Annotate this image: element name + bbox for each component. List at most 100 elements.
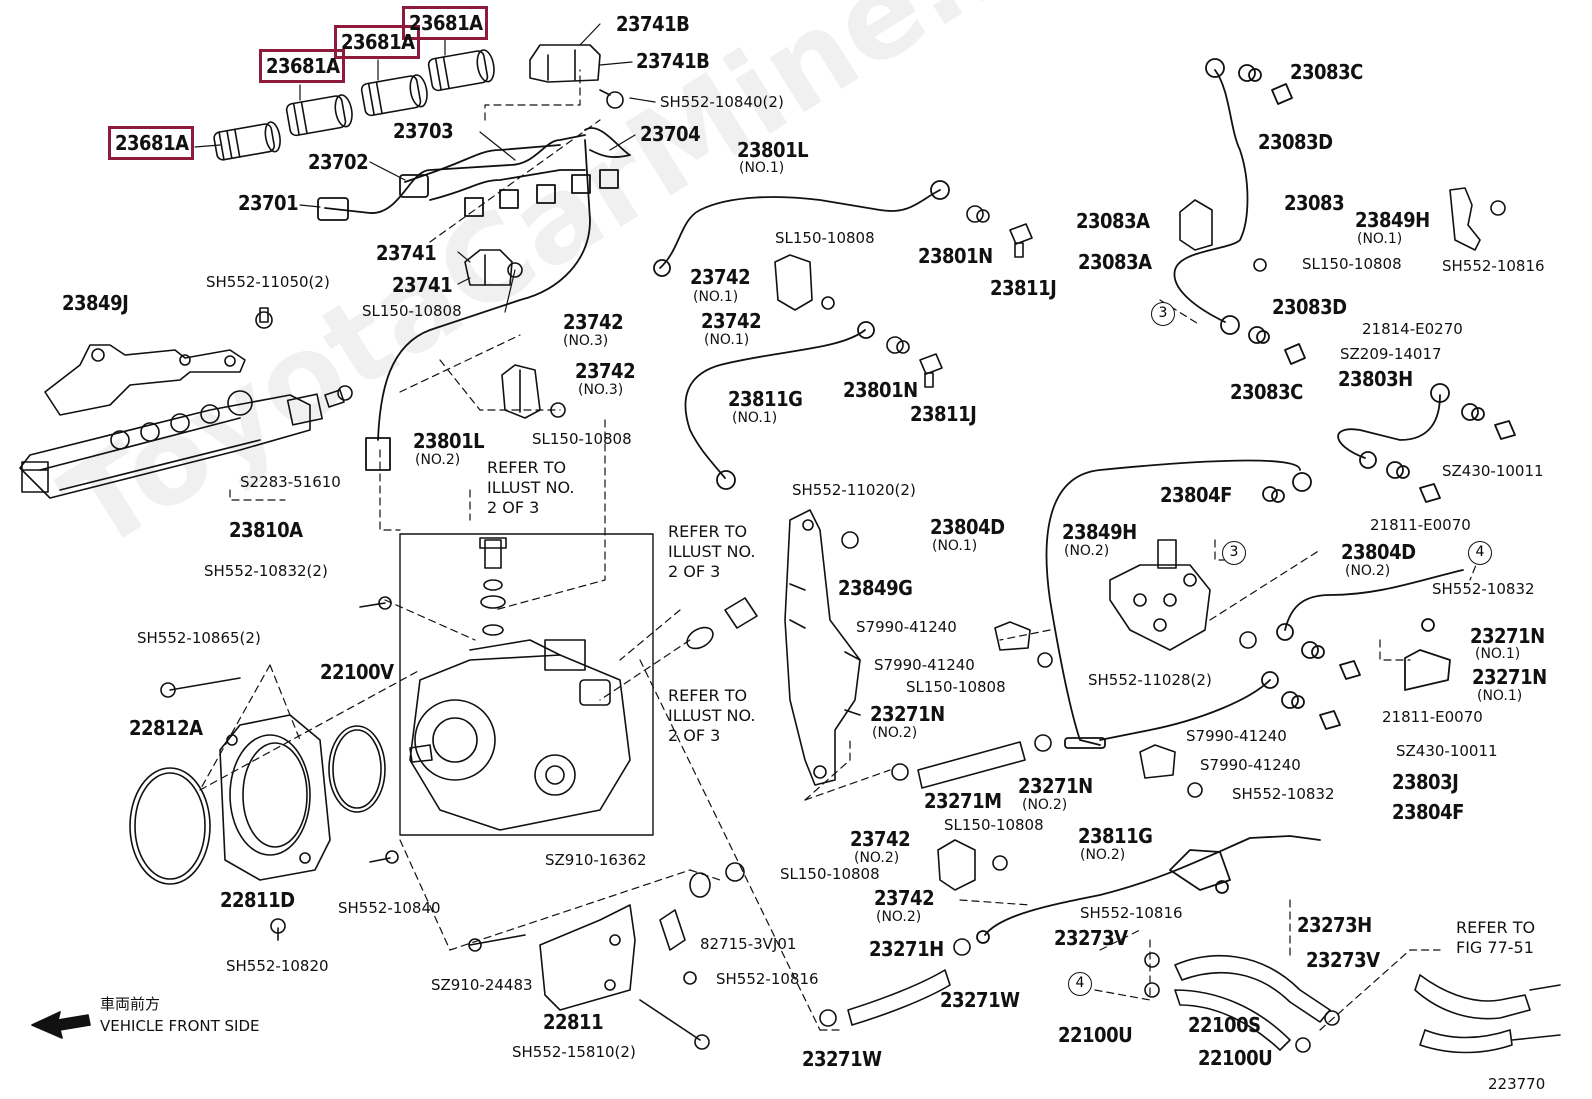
part-label[interactable]: SL150-10808 [906, 678, 1006, 696]
highlight-23681A-4[interactable] [402, 6, 488, 40]
part-label[interactable]: 23271M [924, 789, 1002, 813]
part-label[interactable]: 22100V [320, 660, 394, 684]
part-label[interactable]: 23701 [238, 191, 299, 215]
part-label[interactable]: 23742 [563, 310, 624, 334]
part-label[interactable]: S7990-41240 [1200, 756, 1301, 774]
part-label[interactable]: 23801L [737, 138, 809, 162]
part-label[interactable]: 23849G [838, 576, 913, 600]
part-label[interactable]: 23741B [636, 49, 710, 73]
part-label[interactable]: 23801N [843, 378, 918, 402]
part-label[interactable]: 23271N [1018, 774, 1093, 798]
part-label[interactable]: 23803J [1392, 770, 1459, 794]
part-label[interactable]: 23271N [1472, 665, 1547, 689]
part-label[interactable]: SH552-15810(2) [512, 1043, 636, 1061]
part-label[interactable]: 23801N [918, 244, 993, 268]
part-label[interactable]: 23702 [308, 150, 369, 174]
part-label[interactable]: SH552-11050(2) [206, 273, 330, 291]
part-label[interactable]: SH552-10840(2) [660, 93, 784, 111]
part-label[interactable]: SL150-10808 [775, 229, 875, 247]
part-label[interactable]: 23083 [1284, 191, 1345, 215]
part-label[interactable]: SH552-10832 [1232, 785, 1335, 803]
part-label[interactable]: 22811 [543, 1010, 604, 1034]
part-label[interactable]: 23681A [341, 30, 415, 54]
part-label[interactable]: 21814-E0270 [1362, 320, 1463, 338]
part-label[interactable]: 23804D [1341, 540, 1416, 564]
part-label[interactable]: 23742 [575, 359, 636, 383]
part-label[interactable]: SH552-10816 [1442, 257, 1545, 275]
part-label[interactable]: SZ209-14017 [1340, 345, 1442, 363]
part-label[interactable]: 23271W [940, 988, 1020, 1012]
part-label[interactable]: 23704 [640, 122, 701, 146]
part-label[interactable]: 23811G [1078, 824, 1153, 848]
part-label[interactable]: SH552-11020(2) [792, 481, 916, 499]
part-label[interactable]: S7990-41240 [874, 656, 975, 674]
part-label[interactable]: 23681A [266, 54, 340, 78]
highlight-23681A-1[interactable] [108, 126, 194, 160]
part-label[interactable]: 23271W [802, 1047, 882, 1071]
part-label[interactable]: 23271N [1470, 624, 1545, 648]
part-label[interactable]: SL150-10808 [362, 302, 462, 320]
part-label[interactable]: 23804D [930, 515, 1005, 539]
part-label[interactable]: SH552-10816 [716, 970, 819, 988]
part-label[interactable]: 23849H [1355, 208, 1430, 232]
part-label[interactable]: 22812A [129, 716, 203, 740]
part-label[interactable]: 23741 [376, 241, 437, 265]
part-label[interactable]: 23804F [1392, 800, 1464, 824]
part-label[interactable]: 23811J [990, 276, 1057, 300]
part-label[interactable]: 22811D [220, 888, 295, 912]
part-label[interactable]: 23681A [409, 11, 483, 35]
highlight-23681A-2[interactable] [259, 49, 345, 83]
part-label[interactable]: 23271H [869, 937, 944, 961]
part-label[interactable]: 23742 [690, 265, 751, 289]
part-label[interactable]: SZ910-16362 [545, 851, 647, 869]
part-label[interactable]: 23742 [850, 827, 911, 851]
part-label[interactable]: 23741B [616, 12, 690, 36]
part-label[interactable]: SH552-10832 [1432, 580, 1535, 598]
part-label[interactable]: SL150-10808 [532, 430, 632, 448]
part-label[interactable]: SH552-11028(2) [1088, 671, 1212, 689]
part-label[interactable]: 23681A [115, 131, 189, 155]
part-label[interactable]: 23083C [1230, 380, 1303, 404]
part-label[interactable]: 23804F [1160, 483, 1232, 507]
part-label[interactable]: SZ910-24483 [431, 976, 533, 994]
part-label[interactable]: SH552-10865(2) [137, 629, 261, 647]
highlight-23681A-3[interactable] [334, 25, 420, 59]
part-label[interactable]: 23742 [701, 309, 762, 333]
part-label[interactable]: 23849J [62, 291, 129, 315]
part-label[interactable]: 23801L [413, 429, 485, 453]
part-label[interactable]: SL150-10808 [780, 865, 880, 883]
part-label[interactable]: 22100U [1198, 1046, 1273, 1070]
part-label[interactable]: SH552-10820 [226, 957, 329, 975]
part-label[interactable]: SL150-10808 [1302, 255, 1402, 273]
part-label[interactable]: 23273H [1297, 913, 1372, 937]
part-label[interactable]: 23742 [874, 886, 935, 910]
part-label[interactable]: 23741 [392, 273, 453, 297]
part-label[interactable]: 21811-E0070 [1382, 708, 1483, 726]
part-label[interactable]: 23810A [229, 518, 303, 542]
part-label[interactable]: 23811J [910, 402, 977, 426]
part-label[interactable]: SL150-10808 [944, 816, 1044, 834]
part-label[interactable]: 23803H [1338, 367, 1413, 391]
part-label[interactable]: 82715-3VJ01 [700, 935, 797, 953]
part-label[interactable]: SZ430-10011 [1396, 742, 1498, 760]
part-label[interactable]: 23849H [1062, 520, 1137, 544]
part-label[interactable]: 22100S [1188, 1013, 1261, 1037]
part-label[interactable]: 23083D [1258, 130, 1333, 154]
part-label[interactable]: 23083A [1076, 209, 1150, 233]
part-label[interactable]: SZ430-10011 [1442, 462, 1544, 480]
part-label[interactable]: 23271N [870, 702, 945, 726]
part-label[interactable]: 23811G [728, 387, 803, 411]
part-label[interactable]: S7990-41240 [1186, 727, 1287, 745]
part-label[interactable]: SH552-10816 [1080, 904, 1183, 922]
part-label[interactable]: 22100U [1058, 1023, 1133, 1047]
part-label[interactable]: S2283-51610 [240, 473, 341, 491]
part-label[interactable]: 21811-E0070 [1370, 516, 1471, 534]
part-label[interactable]: 23273V [1054, 926, 1128, 950]
part-label[interactable]: SH552-10840 [338, 899, 441, 917]
part-label[interactable]: S7990-41240 [856, 618, 957, 636]
part-label[interactable]: SH552-10832(2) [204, 562, 328, 580]
part-label[interactable]: 23083A [1078, 250, 1152, 274]
part-label[interactable]: 23703 [393, 119, 454, 143]
part-label[interactable]: 23083C [1290, 60, 1363, 84]
part-label[interactable]: 23083D [1272, 295, 1347, 319]
